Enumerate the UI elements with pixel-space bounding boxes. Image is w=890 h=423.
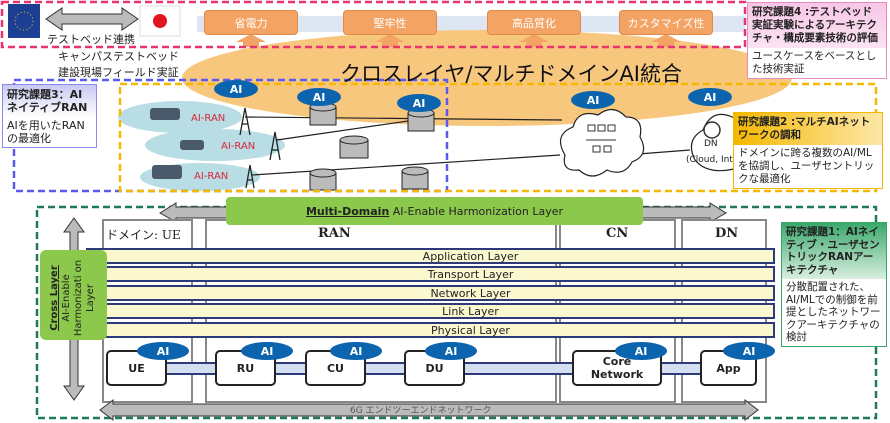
ai-ran-label: AI-RAN (191, 113, 226, 124)
ai-badge: AI (688, 88, 732, 106)
cross-layer-bold: Cross Layer (49, 265, 60, 331)
ai-badge: AI (615, 342, 667, 360)
ai-badge: AI (297, 88, 341, 106)
dn-sub-label: (Cloud, Inter (686, 155, 733, 165)
layer-network: Network Layer (86, 285, 775, 301)
ai-badge: AI (397, 94, 441, 112)
topic4-box: 研究課題4 :テストベッド実証実験によるアーキテクチャ・構成要素技術の評価 ユー… (747, 2, 887, 79)
topic3-body: AIを用いたRANの最適化 (3, 117, 96, 147)
topic4-header: 研究課題4 :テストベッド実証実験によるアーキテクチャ・構成要素技術の評価 (748, 3, 886, 48)
topic2-header: 研究課題2 :マルチAIネットワークの調和 (734, 113, 882, 145)
globe-icon (703, 121, 721, 139)
page-title: クロスレイヤ/マルチドメインAI統合 (340, 62, 683, 86)
e2e-network-label: 6G エンドツーエンドネットワーク (350, 406, 492, 416)
network-switch-icon (586, 124, 616, 153)
layer-link: Link Layer (86, 303, 775, 319)
testbed-dashed-frame (0, 0, 747, 49)
multi-domain-rest: AI-Enable Harmonization Layer (389, 204, 564, 218)
cross-layer-rest: AI-Enable Harmonizati on Layer (61, 259, 96, 337)
goal-high-quality: 高品質化 (487, 10, 581, 35)
eu-flag-icon (8, 4, 40, 38)
domain-cn-header: CN (606, 226, 629, 241)
goal-customizability: カスタマイズ性 (619, 10, 713, 35)
multi-domain-bold: Multi-Domain (305, 204, 390, 218)
cross-layer-box: Cross Layer AI-Enable Harmonizati on Lay… (40, 250, 107, 340)
domain-ue-header: ドメイン: UE (106, 228, 181, 242)
layer-application: Application Layer (86, 248, 775, 264)
topic4-body: ユースケースをベースとした技術実証 (748, 48, 886, 78)
ai-ran-label: AI-RAN (221, 141, 256, 152)
ai-ran-label: AI-RAN (194, 171, 229, 182)
dn-label: DN (704, 139, 718, 149)
ai-badge: AI (723, 342, 775, 360)
ai-badge: AI (571, 91, 615, 109)
campus-testbed-label: キャンパステストベッド (58, 50, 179, 63)
topic2-box: 研究課題2 :マルチAIネットワークの調和 ドメインに跨る複数のAI/MLを協調… (733, 112, 883, 189)
topic2-body: ドメインに跨る複数のAI/MLを協調し、ユーザセントリックな最適化 (734, 145, 882, 188)
domain-ran-header: RAN (318, 226, 351, 241)
topic3-header: 研究課題3：AIネイティブRAN (3, 85, 96, 117)
double-arrow-icon (45, 7, 139, 31)
topic1-box: 研究課題1：AIネイティブ・ユーザセントリックRANアーキテクチャ 分散配置され… (781, 222, 887, 347)
topic3-box: 研究課題3：AIネイティブRAN AIを用いたRANの最適化 (2, 84, 97, 148)
ai-badge: AI (425, 342, 477, 360)
domain-dn-header: DN (715, 226, 739, 241)
layer-physical: Physical Layer (86, 322, 775, 338)
goal-power-saving: 省電力 (204, 10, 298, 35)
tower-icons (239, 107, 281, 189)
topic1-body: 分散配置された、AI/MLでの制御を前提としたネットワークアーキテクチャの検討 (782, 279, 886, 346)
topic1-header: 研究課題1：AIネイティブ・ユーザセントリックRANアーキテクチャ (782, 223, 886, 279)
ai-badge: AI (241, 342, 293, 360)
ai-badge: AI (330, 342, 382, 360)
field-demo-label: 建設現場フィールド実証 (58, 66, 179, 79)
ai-badge: AI (137, 342, 189, 360)
ai-badge: AI (214, 80, 258, 98)
construction-icons (150, 108, 204, 179)
layer-transport: Transport Layer (86, 266, 775, 282)
core-cloud-icon (559, 108, 645, 177)
testbed-link-label: テストベッド連携 (47, 33, 135, 46)
dn-cloud-icon (690, 113, 739, 172)
goal-robustness: 堅牢性 (343, 10, 437, 35)
multi-domain-layer: Multi-Domain AI-Enable Harmonization Lay… (226, 197, 643, 225)
